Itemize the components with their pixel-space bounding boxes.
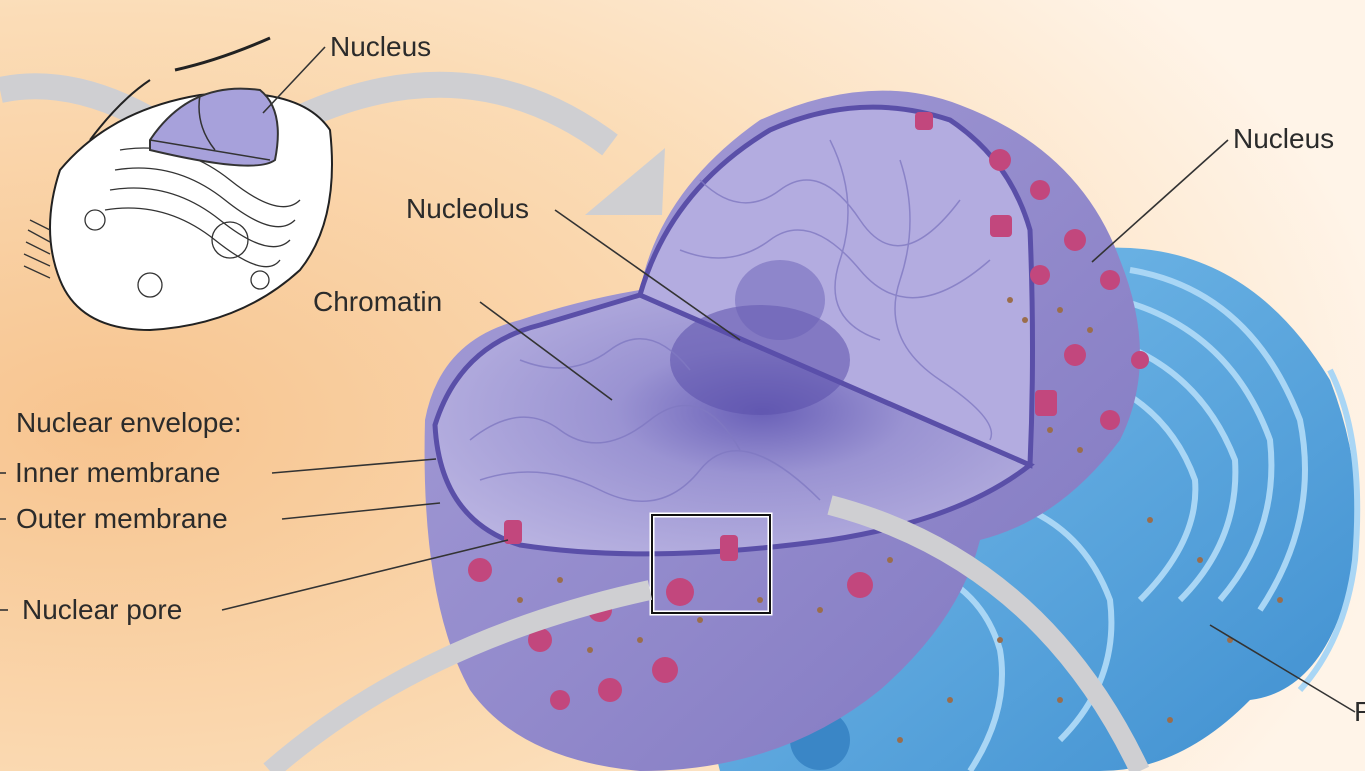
leader-nuclear-pore — [221, 539, 509, 611]
leader-outer-membrane — [281, 502, 441, 520]
ribosomes — [517, 297, 1283, 743]
leader-nucleus-main — [1091, 139, 1229, 263]
leader-inner-membrane — [271, 458, 437, 474]
arrow-to-nucleus — [294, 71, 618, 156]
label-chromatin: Chromatin — [313, 286, 442, 317]
arrow-detail-right — [827, 495, 1150, 771]
leader-er — [1209, 624, 1356, 713]
label-er-cut: R — [1354, 696, 1365, 727]
label-nucleus-main: Nucleus — [1233, 123, 1334, 154]
label-inner-membrane: Inner membrane — [15, 457, 220, 488]
arrow-top-left — [0, 73, 157, 132]
label-nuclear-pore: Nuclear pore — [22, 594, 182, 625]
detail-box — [651, 514, 771, 614]
chromatin-strands — [469, 139, 993, 502]
leader-nucleus-small — [262, 46, 326, 114]
leader-chromatin — [479, 301, 613, 401]
label-outer-membrane: Outer membrane — [16, 503, 228, 534]
arrow-head — [585, 148, 665, 215]
arrow-detail-left — [263, 580, 653, 771]
cell-inset — [23, 36, 333, 332]
leader-lines — [0, 46, 1356, 713]
leader-nucleolus — [554, 209, 741, 341]
cut-face-horizontal — [432, 292, 1035, 557]
label-nucleus-small: Nucleus — [330, 31, 431, 62]
label-nuclear-envelope: Nuclear envelope: — [16, 407, 242, 438]
label-nucleolus: Nucleolus — [406, 193, 529, 224]
